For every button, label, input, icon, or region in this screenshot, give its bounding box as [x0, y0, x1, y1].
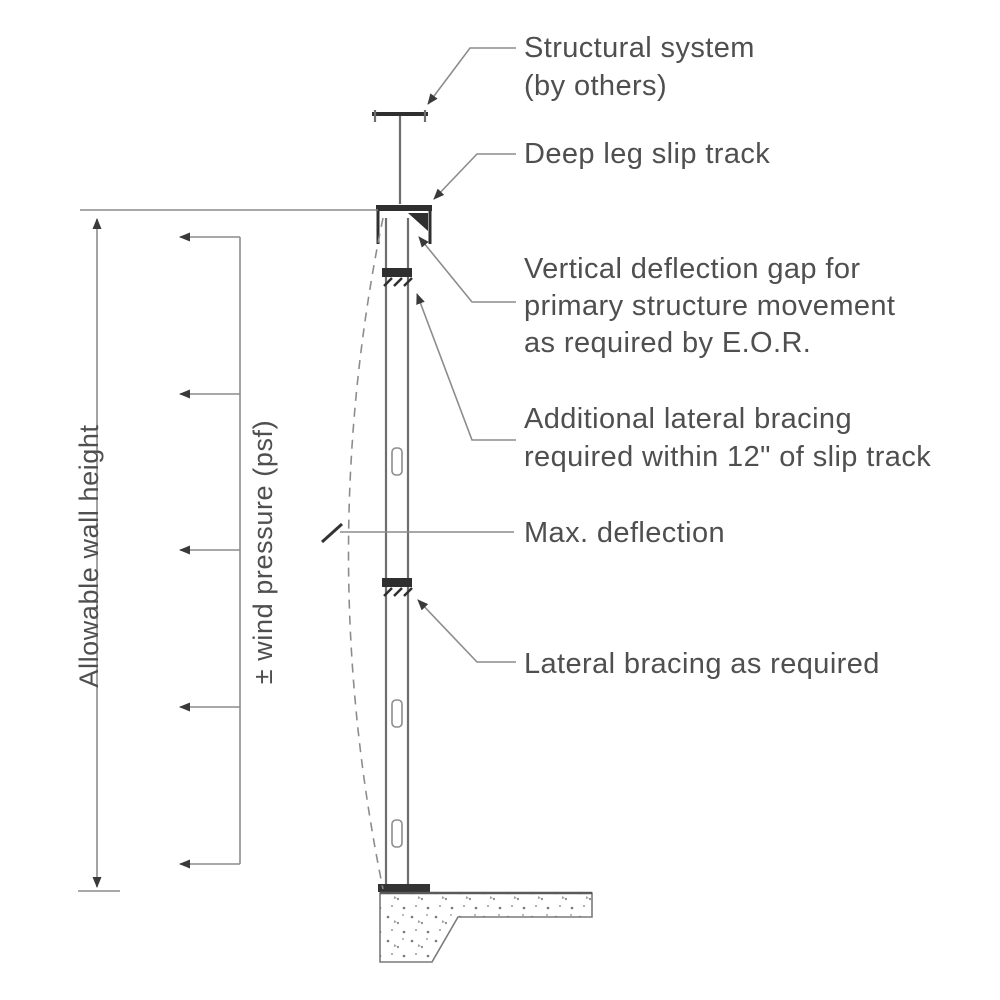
- label-additional-bracing-line2: required within 12" of slip track: [524, 441, 931, 473]
- stud-punchout-2: [391, 699, 403, 728]
- leader-lines: [340, 47, 516, 663]
- wind-pressure-arrows: [179, 232, 241, 869]
- clip-hatch: [383, 587, 393, 597]
- stud-punchout-1: [391, 447, 403, 476]
- label-deflection-gap-line3: as required by E.O.R.: [524, 327, 811, 359]
- label-deflection-gap-line1: Vertical deflection gap for: [524, 253, 860, 285]
- clip-hatch: [383, 277, 393, 287]
- label-wind-pressure: ± wind pressure (psf): [248, 420, 278, 685]
- wall-height-dimension: [78, 218, 120, 892]
- structural-member: [372, 110, 428, 204]
- label-max-deflection: Max. deflection: [524, 517, 725, 549]
- clip-hatch: [403, 277, 413, 287]
- clip-hatch: [403, 587, 413, 597]
- label-structural-system-line1: Structural system: [524, 32, 755, 64]
- clip-hatch: [393, 587, 403, 597]
- max-deflection-tick: [320, 522, 344, 544]
- deflection-curve: [347, 217, 384, 890]
- clip-body: [382, 268, 412, 277]
- label-deflection-gap-line2: primary structure movement: [524, 290, 895, 322]
- stud-punchout-3: [391, 819, 403, 848]
- footing-outline: [379, 892, 593, 963]
- bracing-clip-lower: [382, 578, 413, 597]
- leader-structural-system: [427, 47, 516, 105]
- bottom-track: [378, 884, 430, 892]
- track-anchor-clip: [408, 213, 428, 231]
- slip-track: [376, 205, 432, 244]
- label-additional-bracing-line1: Additional lateral bracing: [524, 403, 852, 435]
- steel-stud: [378, 218, 430, 892]
- leader-deflection-gap: [418, 236, 516, 303]
- label-lateral-bracing: Lateral bracing as required: [524, 648, 880, 680]
- leader-lateral-bracing: [417, 599, 516, 663]
- label-deep-leg-slip-track: Deep leg slip track: [524, 138, 770, 170]
- annotation-labels: Structural system (by others) Deep leg s…: [74, 32, 931, 688]
- bracing-clip-upper: [382, 268, 413, 287]
- concrete-footing: [379, 891, 593, 963]
- label-structural-system-line2: (by others): [524, 70, 667, 102]
- clip-hatch: [393, 277, 403, 287]
- label-allowable-wall-height: Allowable wall height: [74, 424, 104, 687]
- leader-additional-bracing: [416, 293, 516, 441]
- clip-body: [382, 578, 412, 587]
- leader-deep-leg-slip-track: [433, 153, 516, 200]
